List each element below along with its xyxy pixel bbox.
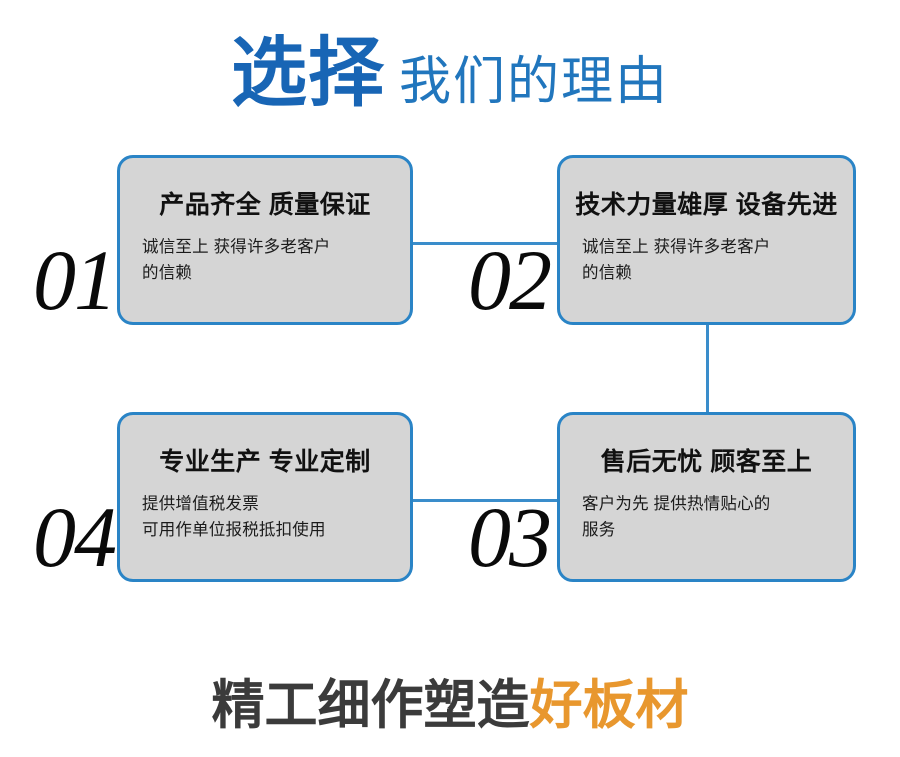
- feature-card-02-body-line-1: 诚信至上 获得许多老客户: [582, 238, 771, 256]
- connector-line-04-to-03: [410, 499, 560, 502]
- footer-slogan-accent: 好板材: [529, 676, 689, 735]
- feature-card-01[interactable]: 产品齐全 质量保证 诚信至上 获得许多老客户 的信赖: [117, 155, 413, 325]
- card-number-02: 02: [468, 232, 552, 328]
- feature-card-03-body: 客户为先 提供热情贴心的 服务: [582, 492, 839, 543]
- card-number-03: 03: [468, 489, 552, 585]
- feature-card-04-body: 提供增值税发票 可用作单位报税抵扣使用: [142, 492, 396, 543]
- card-number-04: 04: [33, 489, 117, 585]
- feature-card-02-body: 诚信至上 获得许多老客户 的信赖: [582, 235, 839, 286]
- feature-card-04[interactable]: 专业生产 专业定制 提供增值税发票 可用作单位报税抵扣使用: [117, 412, 413, 582]
- feature-card-01-body: 诚信至上 获得许多老客户 的信赖: [142, 235, 396, 286]
- feature-card-01-body-line-2: 的信赖: [142, 263, 193, 282]
- feature-card-04-body-line-1: 提供增值税发票: [142, 495, 259, 513]
- page-title-emphasis: 选择: [230, 31, 385, 116]
- page-title: 选择我们的理由: [0, 24, 900, 124]
- feature-card-04-title: 专业生产 专业定制: [159, 448, 371, 476]
- connector-line-02-to-03: [706, 324, 709, 418]
- feature-card-01-body-line-1: 诚信至上 获得许多老客户: [142, 238, 331, 256]
- feature-card-02[interactable]: 技术力量雄厚 设备先进 诚信至上 获得许多老客户 的信赖: [557, 155, 856, 325]
- feature-card-04-body-line-2: 可用作单位报税抵扣使用: [142, 520, 326, 539]
- feature-card-01-title: 产品齐全 质量保证: [159, 191, 371, 219]
- feature-card-03[interactable]: 售后无忧 顾客至上 客户为先 提供热情贴心的 服务: [557, 412, 856, 582]
- feature-card-03-title: 售后无忧 顾客至上: [600, 448, 813, 476]
- footer-slogan-primary: 精工细作塑造: [211, 676, 530, 735]
- feature-card-03-body-line-2: 服务: [582, 520, 616, 539]
- footer-slogan: 精工细作塑造好板材: [0, 666, 900, 746]
- feature-card-03-body-line-1: 客户为先 提供热情贴心的: [582, 495, 771, 513]
- feature-card-02-body-line-2: 的信赖: [582, 263, 633, 282]
- page-title-subtext: 我们的理由: [398, 53, 669, 111]
- feature-card-02-title: 技术力量雄厚 设备先进: [575, 191, 838, 219]
- card-number-01: 01: [33, 232, 117, 328]
- connector-line-01-to-02: [410, 242, 560, 245]
